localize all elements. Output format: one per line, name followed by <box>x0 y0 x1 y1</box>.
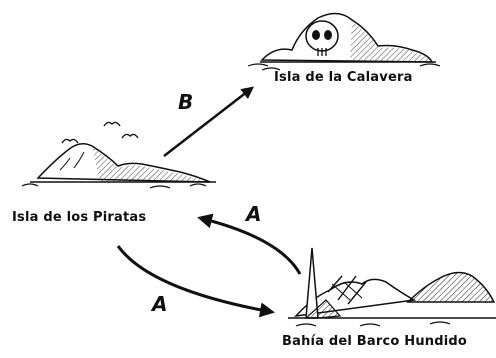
pirate-island-icon <box>21 143 216 189</box>
arrow-pirate-to-bay <box>116 245 275 318</box>
seagull-icon <box>61 121 139 144</box>
arrow-pirate-to-skull <box>163 86 254 157</box>
edge-label-a-lower: A <box>152 292 168 316</box>
skull-island-icon <box>247 12 441 71</box>
pirate-island-label: Isla de los Piratas <box>12 210 147 225</box>
skull-island-label: Isla de la Calavera <box>274 70 413 85</box>
edge-label-a-upper: A <box>246 202 262 226</box>
sunken-ship-bay-icon <box>288 247 496 327</box>
edge-label-b: B <box>178 90 194 114</box>
sunken-ship-bay-label: Bahía del Barco Hundido <box>282 334 468 349</box>
arrow-bay-to-pirate <box>197 213 302 275</box>
